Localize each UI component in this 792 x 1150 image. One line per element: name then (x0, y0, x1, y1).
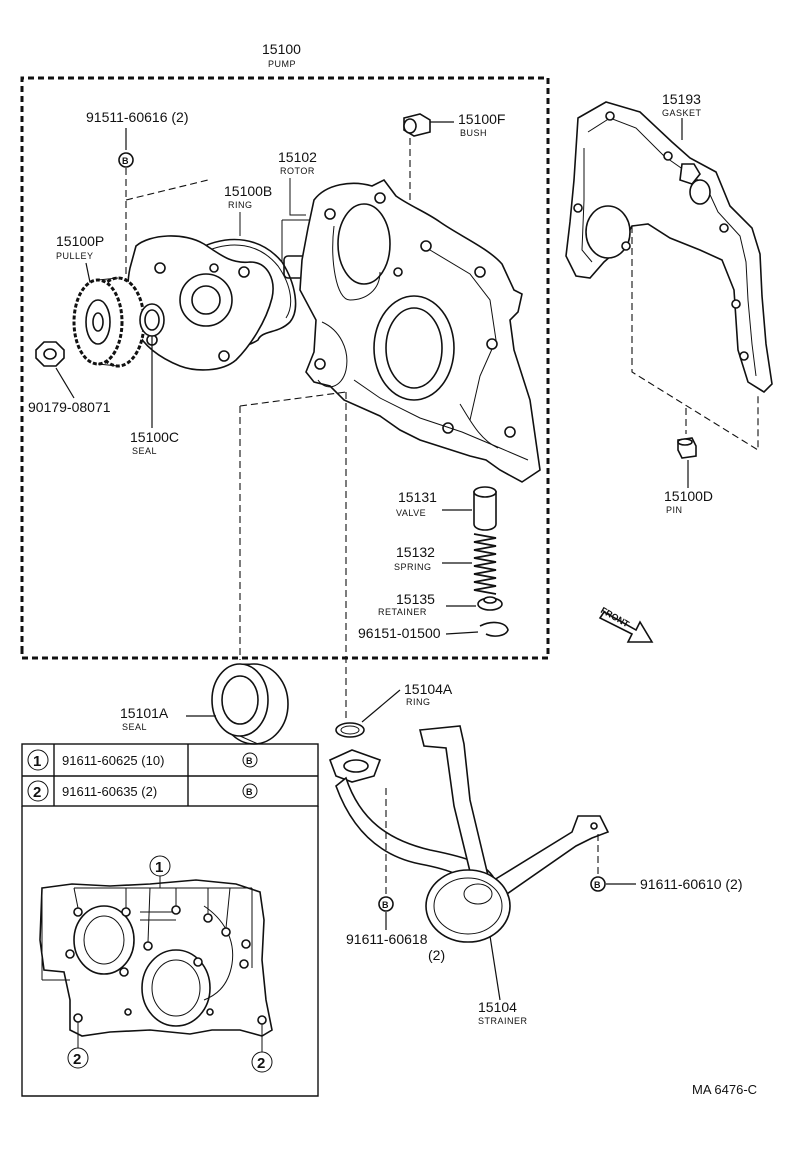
pump-body (127, 235, 274, 371)
inset-bolt-view: 1 2 2 (39, 855, 273, 1073)
gasket-name: GASKET (662, 108, 702, 118)
bolt-symbol-icon (118, 152, 134, 168)
strainer-name: STRAINER (478, 1016, 528, 1026)
svg-text:91611-60635 (2): 91611-60635 (2) (62, 784, 157, 799)
diagram-code: MA 6476-C (692, 1082, 757, 1097)
valve-number: 15131 (398, 489, 437, 505)
ring-b-part: 15100B RING (195, 183, 297, 347)
bush-name: BUSH (460, 128, 487, 138)
ring-a-number: 15104A (404, 681, 453, 697)
svg-text:B: B (246, 756, 253, 766)
svg-text:2: 2 (73, 1051, 81, 1068)
rotor-number: 15102 (278, 149, 317, 165)
pump-name: PUMP (268, 59, 296, 69)
valve-name: VALVE (396, 508, 426, 518)
pump-cover (299, 178, 541, 483)
strainer-number: 15104 (478, 999, 517, 1015)
svg-text:91611-60625 (10): 91611-60625 (10) (62, 753, 164, 768)
seal-a-name: SEAL (122, 722, 147, 732)
pulley-name: PULLEY (56, 251, 94, 261)
bolt-91511-label: 91511-60616 (2) B (86, 109, 188, 296)
pump-number: 15100 (262, 41, 301, 57)
svg-text:B: B (594, 880, 601, 890)
clip-number: 96151-01500 (358, 625, 441, 641)
retainer-name: RETAINER (378, 607, 427, 617)
pin-part: 15100D PIN (664, 437, 713, 515)
pump-assembly-box: 15100 PUMP (20, 41, 550, 660)
bolt-60610-label: B 91611-60610 (2) (590, 834, 742, 892)
svg-text:91511-60616 (2): 91511-60616 (2) (86, 109, 188, 125)
ring-a-name: RING (406, 697, 431, 707)
front-arrow-icon: FRONT (598, 605, 654, 643)
pin-name: PIN (666, 505, 683, 515)
pin-number: 15100D (664, 488, 713, 504)
strainer-part: 15104 STRAINER (328, 725, 610, 1026)
svg-text:2: 2 (33, 784, 41, 801)
svg-text:1: 1 (33, 753, 41, 770)
bolt-60618-qty: (2) (428, 947, 445, 963)
retainer-part: 15135 RETAINER (378, 591, 503, 617)
svg-text:B: B (246, 787, 253, 797)
ring-b-name: RING (228, 200, 253, 210)
table-row: 1 91611-60625 (10) B (27, 749, 258, 771)
seal-c-name: SEAL (132, 446, 157, 456)
nut-part: 90179-08071 (28, 341, 111, 415)
seal-c-part: 15100C SEAL (130, 303, 179, 456)
svg-text:B: B (122, 156, 129, 166)
retainer-number: 15135 (396, 591, 435, 607)
bolt-table: 1 91611-60625 (10) B 2 91611-60635 (2) B (21, 743, 319, 1097)
clip-part: 96151-01500 (358, 621, 509, 641)
bolt-60618-label: B 91611-60618 (2) (346, 788, 445, 963)
seal-a-number: 15101A (120, 705, 169, 721)
bolt-60610-number: 91611-60610 (2) (640, 876, 742, 892)
spring-part: 15132 SPRING (394, 533, 497, 595)
bolt-60618-number: 91611-60618 (346, 931, 428, 947)
gasket-number: 15193 (662, 91, 701, 107)
svg-text:2: 2 (257, 1055, 265, 1072)
spring-name: SPRING (394, 562, 432, 572)
pulley-number: 15100P (56, 233, 104, 249)
valve-part: 15131 VALVE (396, 486, 497, 531)
pulley-part: 15100P PULLEY (56, 233, 146, 368)
seal-c-number: 15100C (130, 429, 179, 445)
svg-text:B: B (382, 900, 389, 910)
ring-b-number: 15100B (224, 183, 272, 199)
table-row: 2 91611-60635 (2) B (27, 780, 258, 802)
bush-part: 15100F BUSH (403, 111, 505, 240)
rotor-name: ROTOR (280, 166, 315, 176)
spring-number: 15132 (396, 544, 435, 560)
nut-number: 90179-08071 (28, 399, 111, 415)
ring-a-part: 15104A RING (335, 681, 453, 738)
seal-a-part: 15101A SEAL (120, 663, 289, 745)
bush-number: 15100F (458, 111, 505, 127)
gasket-part: 15193 GASKET (565, 91, 773, 451)
svg-text:1: 1 (155, 859, 163, 876)
